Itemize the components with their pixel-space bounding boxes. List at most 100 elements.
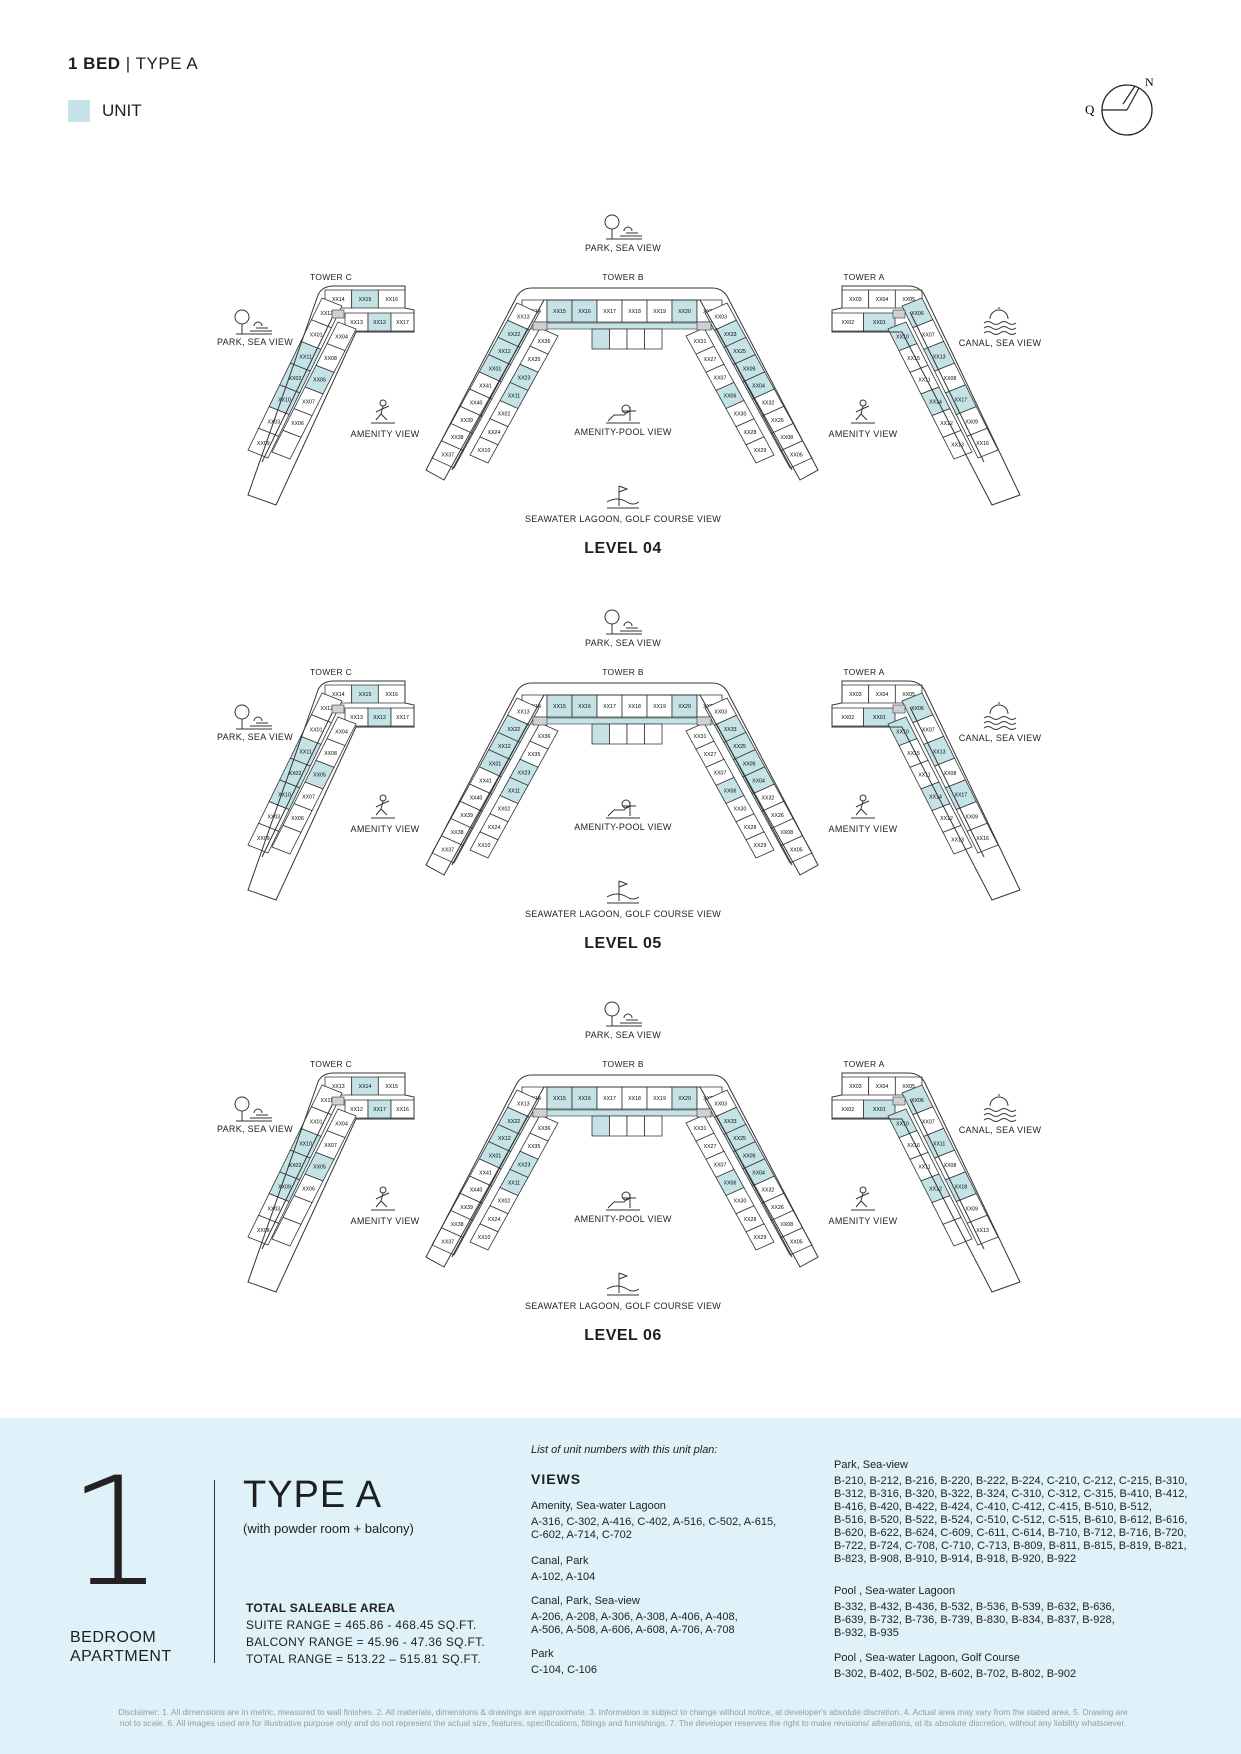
view-group-units: B-516, B-520, B-522, B-524, C-510, C-512… bbox=[834, 1514, 1188, 1526]
unit-number: XX11 bbox=[918, 773, 930, 779]
tower-b-label: TOWER B bbox=[602, 1059, 644, 1069]
unit-number: XX40 bbox=[470, 1188, 483, 1194]
unit-cell bbox=[644, 328, 663, 350]
unit-number: XX27 bbox=[704, 752, 717, 758]
unit-number: XX09 bbox=[965, 419, 978, 425]
unit-number: XX39 bbox=[460, 1205, 473, 1211]
unit-number: XX10 bbox=[478, 843, 491, 849]
unit-number: XX06 bbox=[291, 816, 304, 822]
unit-number: XX14 bbox=[929, 794, 942, 800]
unit-number: XX01 bbox=[489, 366, 502, 372]
tower-c-outline bbox=[247, 1072, 415, 1293]
unit-number: XX05 bbox=[790, 452, 803, 458]
unit-number: XX11 bbox=[321, 1098, 333, 1104]
unit-number: XX35 bbox=[528, 752, 541, 758]
pool-icon bbox=[604, 401, 642, 432]
tree-sun-icon bbox=[602, 213, 644, 246]
unit-number: XX11 bbox=[508, 394, 520, 400]
view-group-units: B-620, B-622, B-624, C-609, C-611, C-614… bbox=[834, 1527, 1187, 1539]
unit-number: XX30 bbox=[734, 412, 747, 418]
core bbox=[331, 1096, 345, 1106]
unit-number: XX27 bbox=[704, 357, 717, 363]
tower-c-outline bbox=[247, 680, 415, 901]
bottom-view-label: SEAWATER LAGOON, GOLF COURSE VIEW bbox=[524, 514, 722, 524]
unit-number: XX04 bbox=[335, 729, 348, 735]
bed-count: 1 BED bbox=[68, 54, 121, 73]
unit-number: XX02 bbox=[498, 1199, 511, 1205]
view-group-units: B-639, B-732, B-736, B-739, B-830, B-834… bbox=[834, 1614, 1115, 1626]
corridor bbox=[527, 322, 719, 330]
unit-number: XX07 bbox=[324, 1143, 337, 1149]
unit-number: XX08 bbox=[257, 1228, 270, 1234]
unit-number: XX19 bbox=[653, 1096, 666, 1102]
unit-number: XX08 bbox=[780, 435, 793, 441]
unit-number: XX09 bbox=[257, 441, 270, 447]
unit-number: XX20 bbox=[678, 309, 691, 315]
unit-cell bbox=[626, 723, 645, 745]
level-06-plan: XX14XX15XX16XX17XX18XX19XX20XX21XX13XX22… bbox=[0, 987, 1241, 1382]
unit-number: XX09 bbox=[965, 1206, 978, 1212]
unit-number: XX04 bbox=[752, 779, 765, 785]
view-right-label: CANAL, SEA VIEW bbox=[958, 338, 1042, 348]
unit-number: XX16 bbox=[396, 1107, 409, 1113]
page-title: 1 BED | TYPE A bbox=[68, 54, 198, 74]
sun-waves-icon bbox=[982, 702, 1018, 735]
unit-type-a-cell bbox=[591, 1115, 610, 1137]
unit-number: XX24 bbox=[488, 1217, 501, 1223]
unit-number: XX15 bbox=[359, 297, 372, 303]
unit-number: XX03 bbox=[849, 1084, 862, 1090]
center-view-label: AMENITY-POOL VIEW bbox=[574, 822, 672, 832]
unit-cell bbox=[469, 831, 499, 859]
corridor bbox=[527, 717, 719, 725]
unit-number: XX04 bbox=[876, 1084, 889, 1090]
unit-type-a-cell bbox=[591, 328, 610, 350]
core bbox=[696, 321, 712, 331]
amenity-view-right-label: AMENITY VIEW bbox=[828, 429, 898, 439]
amenity-view-left-label: AMENITY VIEW bbox=[350, 429, 420, 439]
unit-number: XX11 bbox=[918, 378, 930, 384]
unit-number: XX37 bbox=[441, 847, 454, 853]
unit-number: XX19 bbox=[653, 309, 666, 315]
unit-number: XX08 bbox=[324, 751, 337, 757]
unit-number: XX07 bbox=[714, 1162, 727, 1168]
balcony-range: BALCONY RANGE = 45.96 - 47.36 SQ.FT. bbox=[246, 1635, 486, 1649]
disclaimer-line-2: not to scale. 6. All images used are for… bbox=[119, 1718, 1127, 1728]
unit-number: XX17 bbox=[603, 704, 616, 710]
unit-number: XX28 bbox=[744, 430, 757, 436]
compass-q-label: Q bbox=[1085, 102, 1095, 117]
unit-cell bbox=[626, 1115, 645, 1137]
unit-number: XX20 bbox=[678, 1096, 691, 1102]
unit-number: XX02 bbox=[841, 1107, 854, 1113]
unit-number: XX03 bbox=[714, 710, 727, 716]
tower-b-plan: XX14XX15XX16XX17XX18XX19XX20XX21XX13XX22… bbox=[425, 1074, 819, 1268]
unit-number: XX12 bbox=[498, 349, 511, 355]
unit-number: XX08 bbox=[944, 376, 957, 382]
unit-number: XX30 bbox=[734, 1199, 747, 1205]
unit-type: TYPE A bbox=[135, 54, 199, 73]
unit-number: XX09 bbox=[257, 836, 270, 842]
tower-a-outline bbox=[831, 1072, 1021, 1293]
tower-c-label: TOWER C bbox=[309, 667, 353, 677]
view-group-units: B-302, B-402, B-502, B-602, B-702, B-802… bbox=[834, 1668, 1077, 1680]
view-group-title: Park, Sea-view bbox=[834, 1459, 908, 1471]
unit-number: XX09 bbox=[743, 1153, 756, 1159]
unit-number: XX35 bbox=[528, 1144, 541, 1150]
unit-number: XX16 bbox=[907, 1143, 920, 1149]
unit-cell bbox=[247, 427, 280, 459]
saleable-area: TOTAL SALEABLE AREA SUITE RANGE = 465.86… bbox=[246, 1600, 485, 1668]
view-group-title: Pool , Sea-water Lagoon bbox=[834, 1585, 956, 1597]
compass-north-label: N bbox=[1145, 76, 1154, 89]
unit-number: XX18 bbox=[628, 309, 641, 315]
unit-number: XX07 bbox=[302, 399, 315, 405]
view-right-label: CANAL, SEA VIEW bbox=[958, 733, 1042, 743]
unit-cell bbox=[271, 1216, 302, 1247]
view-group-units: C-602, A-714, C-702 bbox=[531, 1529, 632, 1541]
tree-sun-icon bbox=[232, 1095, 274, 1128]
unit-number: XX05 bbox=[313, 378, 326, 384]
unit-number: XX32 bbox=[762, 401, 775, 407]
unit-number: XX01 bbox=[310, 1120, 323, 1126]
unit-cell bbox=[271, 429, 302, 460]
